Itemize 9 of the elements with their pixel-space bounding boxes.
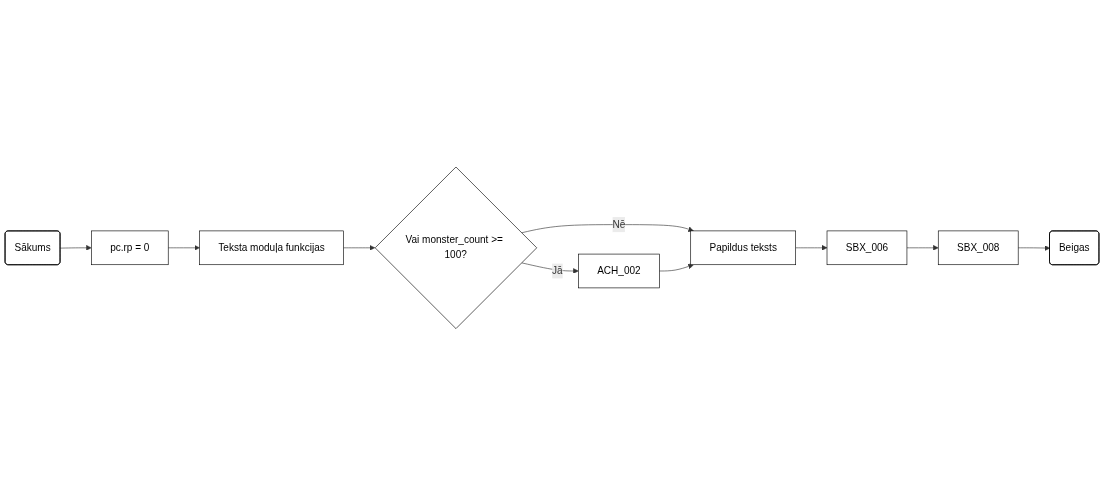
node-diamond: Vai monster_count >= 100? <box>374 166 538 329</box>
node-box: Papildus teksts <box>690 230 796 265</box>
node-box: pc.rp = 0 <box>91 230 169 265</box>
node-box: ACH_002 <box>578 253 660 288</box>
edge-label: Jā <box>552 265 563 276</box>
edge-label: Nē <box>612 218 626 230</box>
node-box: SBX_006 <box>826 230 908 265</box>
node-box: Teksta moduļa funkcijas <box>199 230 344 265</box>
node-box: SBX_008 <box>937 230 1019 265</box>
